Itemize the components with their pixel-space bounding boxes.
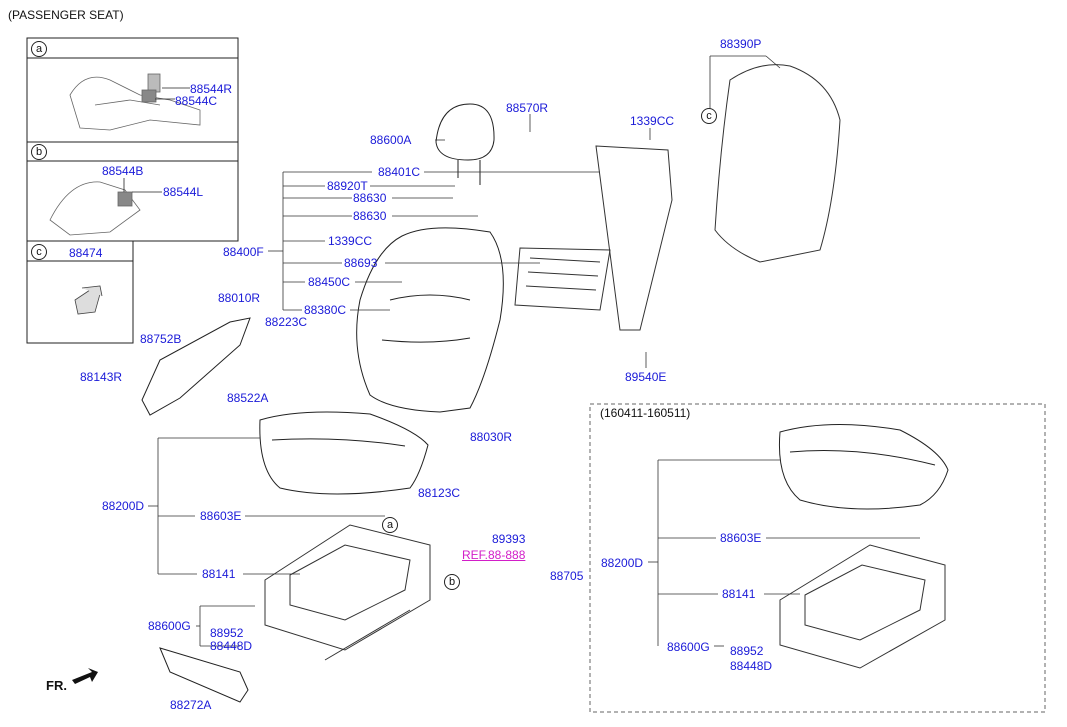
variant-frame-drawing bbox=[779, 544, 946, 669]
part-label: 88603E bbox=[720, 531, 762, 545]
part-label: 88600A bbox=[370, 133, 412, 147]
part-label: 89393 bbox=[492, 532, 526, 546]
part-label-assembly: 88200D bbox=[102, 499, 145, 513]
part-label: 88141 bbox=[202, 567, 236, 581]
part-label: 88474 bbox=[69, 246, 103, 260]
inset-box-c bbox=[26, 240, 134, 344]
inset-a-sketch bbox=[69, 73, 201, 131]
cushion-leaders bbox=[148, 437, 385, 647]
part-label: 88030R bbox=[470, 430, 513, 444]
part-label: 88570R bbox=[506, 101, 549, 115]
part-label: 88630 bbox=[353, 191, 387, 205]
seatback-panel-drawing bbox=[714, 64, 841, 263]
part-label: 88752B bbox=[140, 332, 182, 346]
part-label: 88143R bbox=[80, 370, 123, 384]
variant-title: (160411-160511) bbox=[600, 406, 691, 420]
part-label: 88600G bbox=[148, 619, 191, 633]
part-label: 88522A bbox=[227, 391, 269, 405]
part-label: 88380C bbox=[304, 303, 347, 317]
part-label: 88600G bbox=[667, 640, 710, 654]
part-label: 88952 bbox=[730, 644, 764, 658]
part-label-assembly: 88400F bbox=[223, 245, 264, 259]
direction-label: FR. bbox=[46, 678, 67, 693]
part-label-assembly: 88200D bbox=[601, 556, 644, 570]
cushion-drawing bbox=[259, 411, 429, 495]
callout-b-ref: b bbox=[444, 574, 460, 590]
part-label: 88448D bbox=[730, 659, 773, 673]
part-label: 88630 bbox=[353, 209, 387, 223]
part-label: 88010R bbox=[218, 291, 261, 305]
part-label: 88544L bbox=[163, 185, 204, 199]
part-label: 1339CC bbox=[328, 234, 373, 248]
variant-cushion-drawing bbox=[778, 424, 949, 510]
part-label: 88141 bbox=[722, 587, 756, 601]
callout-a: a bbox=[31, 41, 47, 57]
part-label: 88448D bbox=[210, 639, 253, 653]
variant-box bbox=[589, 403, 1046, 713]
callout-c: c bbox=[31, 244, 47, 260]
part-label: 88705 bbox=[550, 569, 584, 583]
part-label: 88544C bbox=[175, 94, 218, 108]
side-shield-drawing bbox=[141, 317, 251, 416]
part-label: 1339CC bbox=[630, 114, 675, 128]
fr-arrow-icon bbox=[72, 668, 98, 684]
backrest-frame-drawing bbox=[514, 145, 673, 331]
inset-c-sketch bbox=[74, 285, 103, 315]
variant-leaders bbox=[648, 459, 920, 647]
callout-c-ref: c bbox=[701, 108, 717, 124]
part-label: 88450C bbox=[308, 275, 351, 289]
callout-b: b bbox=[31, 144, 47, 160]
part-label: 88123C bbox=[418, 486, 461, 500]
part-label: 88920T bbox=[327, 179, 368, 193]
part-label: 88952 bbox=[210, 626, 244, 640]
part-label: 88223C bbox=[265, 315, 308, 329]
callout-a-ref: a bbox=[382, 517, 398, 533]
backrest-leaders bbox=[268, 55, 781, 368]
part-label: 89540E bbox=[625, 370, 667, 384]
diagram-title: (PASSENGER SEAT) bbox=[8, 8, 124, 22]
inset-b-sketch bbox=[49, 178, 162, 236]
backrest-drawing bbox=[356, 227, 504, 413]
seat-frame-drawing bbox=[264, 524, 431, 661]
part-label: 88544R bbox=[190, 82, 233, 96]
part-label: 88603E bbox=[200, 509, 242, 523]
part-label: 88272A bbox=[170, 698, 212, 712]
part-label: 88390P bbox=[720, 37, 762, 51]
trim-88272a-drawing bbox=[159, 647, 249, 703]
ref-link[interactable]: REF.88-888 bbox=[462, 548, 526, 562]
headrest-drawing bbox=[435, 103, 495, 185]
part-label: 88544B bbox=[102, 164, 144, 178]
part-label: 88693 bbox=[344, 256, 378, 270]
part-label: 88401C bbox=[378, 165, 421, 179]
